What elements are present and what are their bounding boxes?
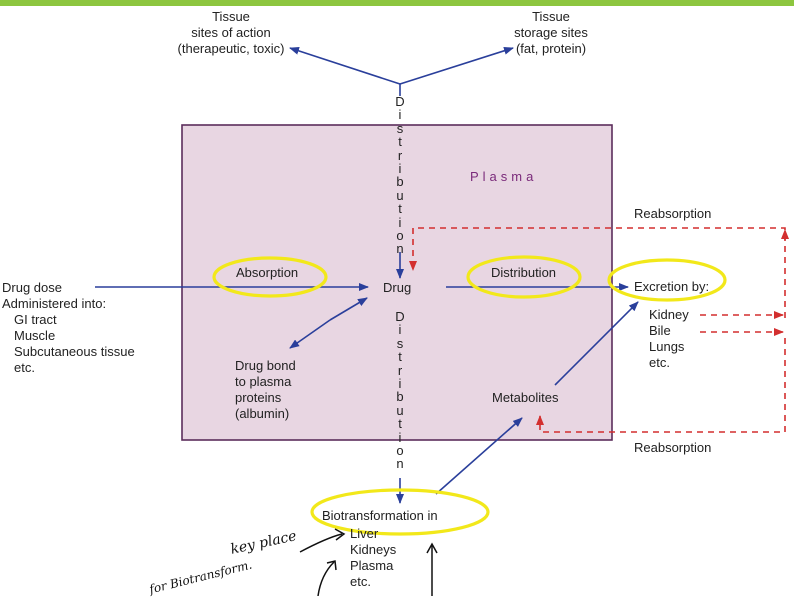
vertical-letter: D: [395, 94, 405, 109]
drug-dose-line: Drug dose: [2, 280, 62, 295]
tissue-action-line: sites of action: [191, 25, 271, 40]
hand-arrow-kidneys: [317, 561, 335, 596]
vertical-letter: D: [395, 309, 405, 324]
reabsorption-bottom-loop: [536, 338, 786, 433]
vertical-letter: t: [398, 201, 402, 217]
excretion-organs-list: Kidney Bile Lungs etc.: [649, 307, 689, 371]
plasma-label: Plasma: [470, 169, 538, 184]
vertical-letter: n: [396, 241, 404, 257]
biotransformation-site: Plasma: [350, 558, 394, 573]
hand-arrow-liver: [299, 533, 343, 553]
biotransformation-site: etc.: [350, 574, 371, 589]
tissue-storage-line: storage sites: [514, 25, 588, 40]
drug-dose-line: Muscle: [14, 328, 56, 343]
vertical-letter: t: [398, 416, 402, 432]
metabolites-to-excretion-arrow: [554, 301, 639, 386]
drug-bond-label: Drug bond to plasma proteins (albumin): [235, 358, 296, 422]
vertical-letter: t: [398, 134, 402, 150]
vertical-letter: i: [398, 214, 402, 230]
biotransformation-label: Biotransformation in: [322, 508, 438, 523]
excretion-highlight: [607, 258, 727, 302]
drug-dose-line: GI tract: [14, 312, 57, 327]
tissue-storage-label: Tissue storage sites (fat, protein): [491, 9, 611, 57]
tissue-action-line: (therapeutic, toxic): [177, 41, 285, 56]
drug-dose-line: Administered into:: [2, 296, 107, 311]
vertical-letter: t: [398, 349, 402, 365]
absorption-highlight: [212, 256, 328, 298]
drug-dose-line: Subcutaneous tissue: [14, 344, 135, 359]
vertical-letter: s: [396, 335, 404, 351]
vertical-letter: b: [396, 174, 404, 190]
vertical-letter: i: [398, 429, 402, 445]
tissue-action-label: Tissue sites of action (therapeutic, tox…: [166, 9, 296, 57]
drug-dose-line: etc.: [14, 360, 35, 375]
tissue-action-line: Tissue: [212, 9, 250, 24]
protein-binding-arrow-end: [329, 297, 368, 321]
distribution-highlight: [466, 255, 582, 299]
vertical-letter: i: [398, 161, 402, 177]
drug-bond-line: to plasma: [235, 374, 292, 389]
vertical-letter: s: [396, 120, 404, 136]
vertical-letter: n: [396, 456, 404, 472]
vertical-letter: o: [396, 228, 404, 244]
biotransformation-highlight: [310, 488, 490, 536]
biotransformation-sites-list: Liver Kidneys Plasma etc.: [350, 526, 396, 590]
absorption-label: Absorption: [236, 265, 299, 280]
vertical-letter: i: [398, 376, 402, 392]
excretion-label: Excretion by:: [634, 279, 710, 294]
vertical-letter: u: [396, 402, 404, 418]
biotransformation-site: Kidneys: [350, 542, 397, 557]
vertical-letter: o: [396, 443, 404, 459]
metabolites-label: Metabolites: [492, 390, 559, 405]
drug-label: Drug: [383, 280, 412, 295]
excretion-organ: etc.: [649, 355, 670, 370]
biotransformation-site: Liver: [350, 526, 379, 541]
tissue-storage-line: Tissue: [532, 9, 570, 24]
vertical-letter: r: [397, 147, 403, 163]
top-accent-bar: [0, 0, 794, 6]
drug-bond-line: proteins: [235, 390, 282, 405]
drug-dose-label: Drug dose Administered into: GI tract Mu…: [2, 280, 135, 376]
excretion-organ: Lungs: [649, 339, 685, 354]
vertical-letter: b: [396, 389, 404, 405]
vertical-letter: i: [398, 107, 402, 123]
reabsorption-top-label: Reabsorption: [634, 206, 712, 221]
excretion-organ: Bile: [649, 323, 671, 338]
reabsorption-top-loop: [409, 227, 786, 318]
vertical-letter: i: [398, 322, 402, 338]
protein-binding-arrow-start: [289, 319, 331, 349]
reabsorption-bottom-label: Reabsorption: [634, 440, 712, 455]
plasma-compartment: [181, 124, 613, 441]
vertical-letter: r: [397, 362, 403, 378]
drug-bond-line: Drug bond: [235, 358, 296, 373]
excretion-organ: Kidney: [649, 307, 689, 322]
drug-bond-line: (albumin): [235, 406, 290, 421]
metabolites-up-arrow: [435, 417, 523, 495]
distribution-label: Distribution: [491, 265, 557, 280]
vertical-letter: u: [396, 187, 404, 203]
tissue-fork-arrows: [289, 46, 514, 96]
tissue-storage-line: (fat, protein): [515, 41, 587, 56]
